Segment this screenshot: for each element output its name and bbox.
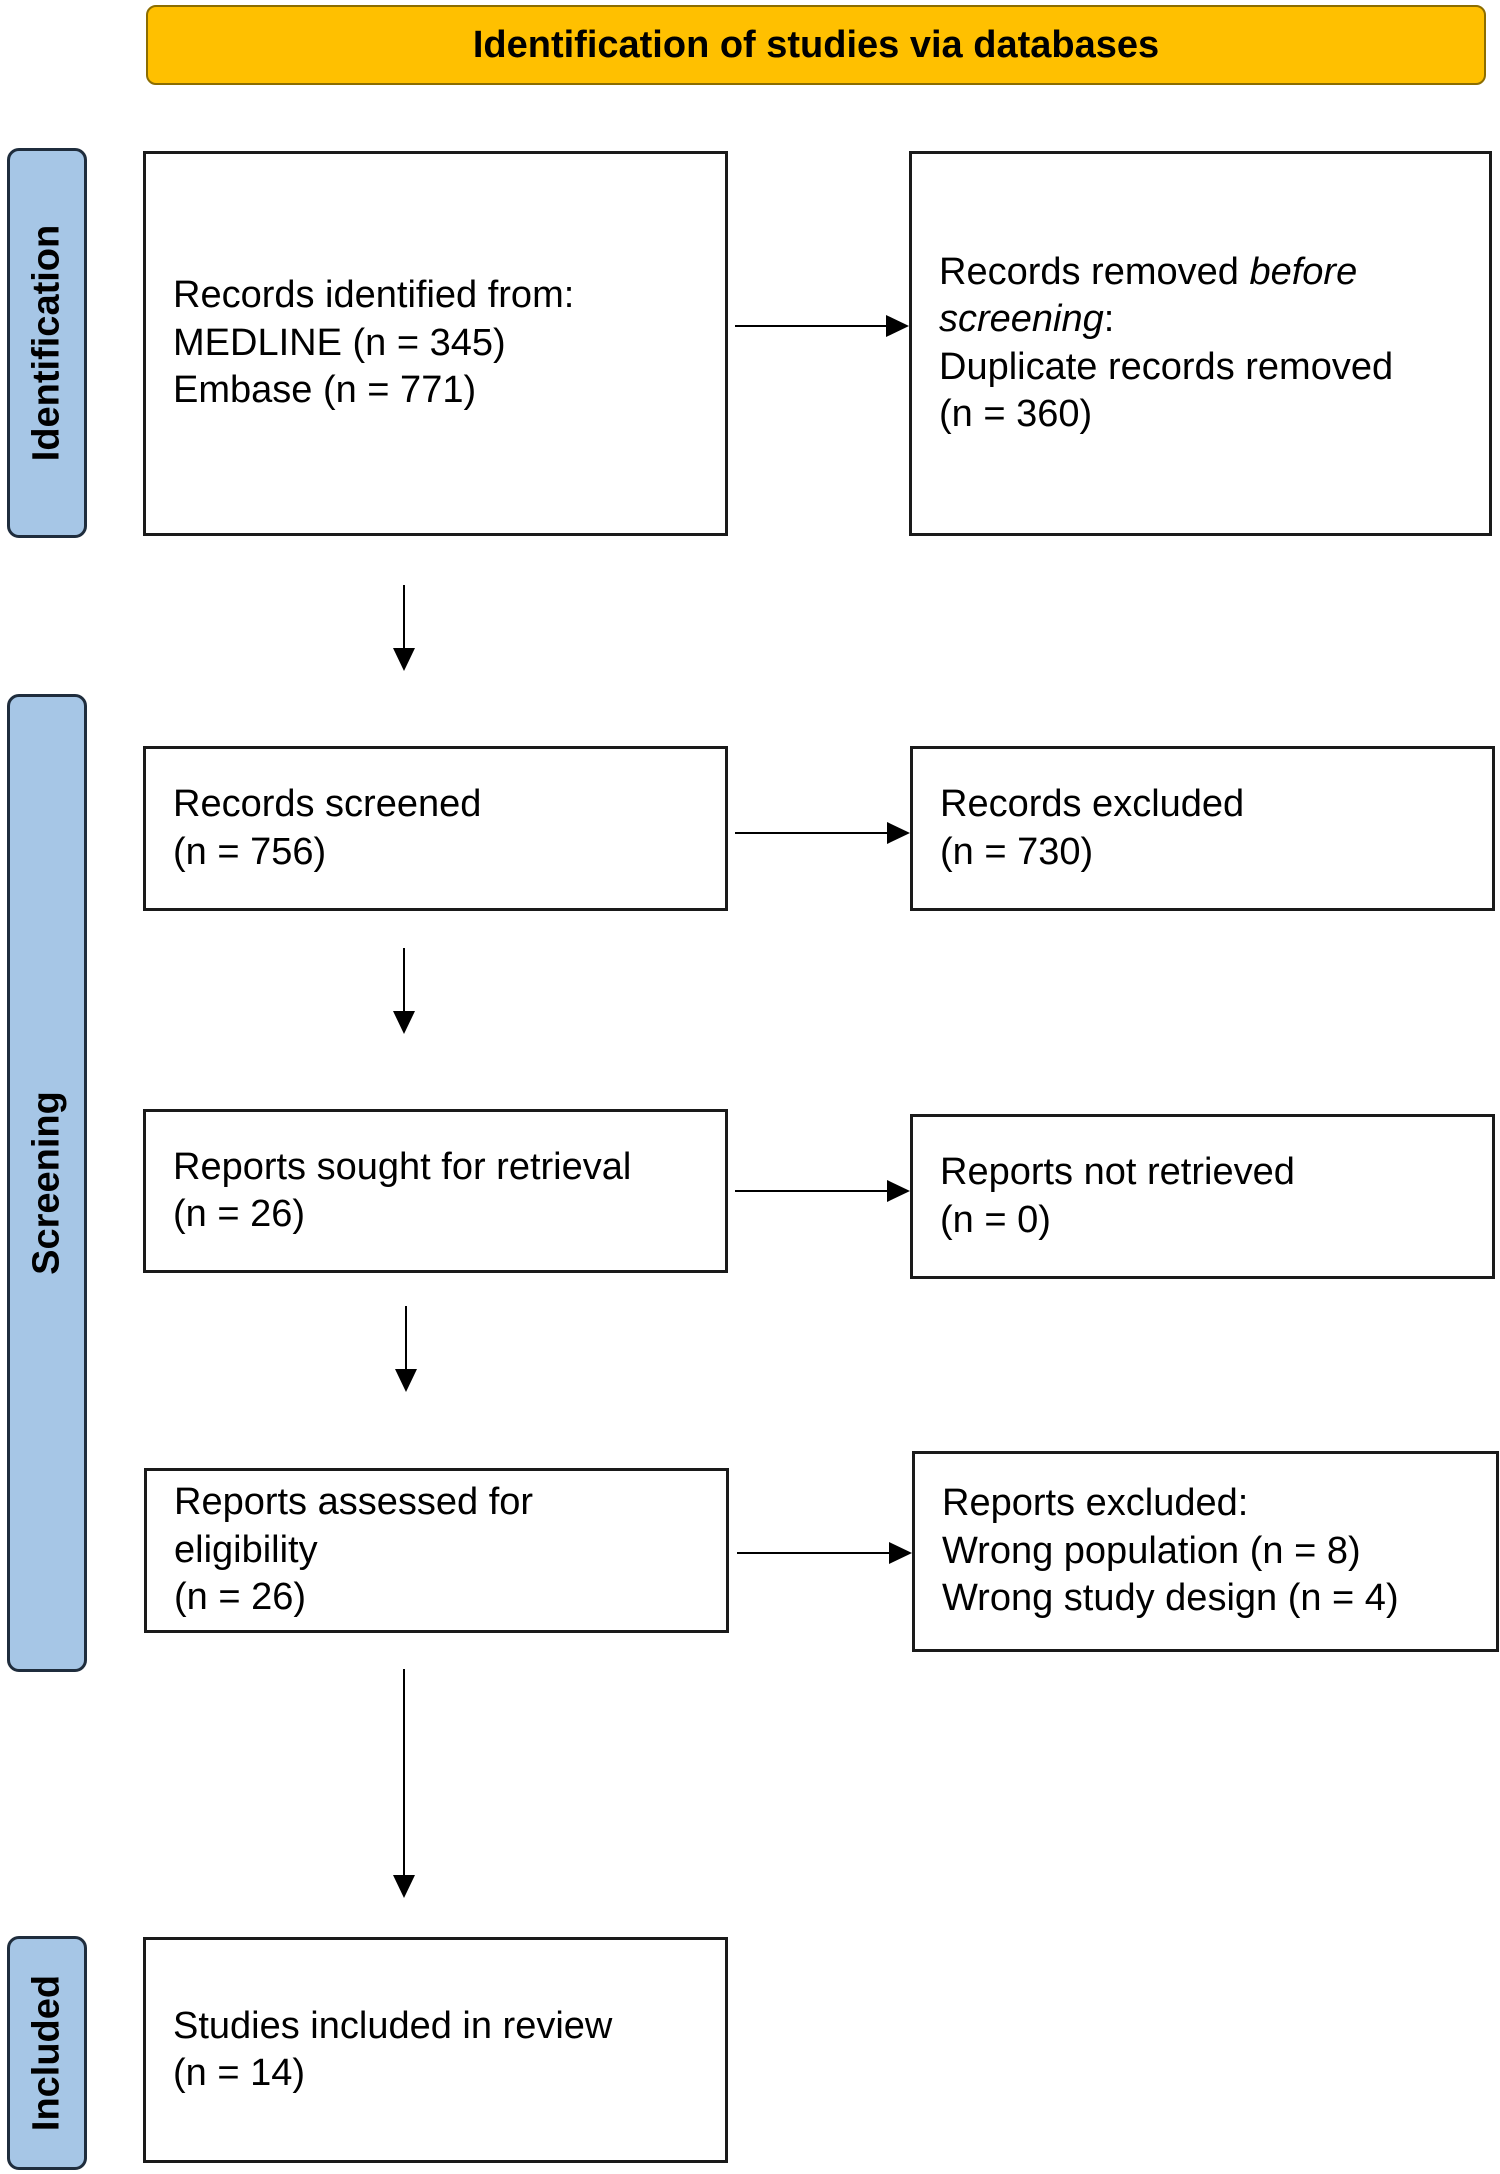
reports-assessed-line2: eligibility xyxy=(174,1528,318,1571)
records-removed-line2: screening: xyxy=(939,296,1463,344)
phase-identification: Identification xyxy=(7,148,87,538)
records-identified-line3: Embase (n = 771) xyxy=(173,369,477,412)
reports-excluded-line1: Reports excluded: xyxy=(942,1482,1249,1525)
phase-included: Included xyxy=(7,1936,87,2170)
records-identified-line1: Records identified from: xyxy=(173,274,575,317)
records-excluded-line2: (n = 730) xyxy=(940,830,1094,873)
arrow-identified-to-screened-head xyxy=(393,648,415,671)
records-removed-line1: Records removed before xyxy=(939,249,1463,297)
records-removed-line1-text: Records removed xyxy=(939,250,1250,293)
records-excluded-box: Records excluded (n = 730) xyxy=(910,746,1495,911)
reports-assessed-box: Reports assessed for eligibility (n = 26… xyxy=(144,1468,729,1633)
reports-excluded-line2: Wrong population (n = 8) xyxy=(942,1529,1361,1572)
records-removed-line3: Duplicate records removed xyxy=(939,345,1394,388)
records-removed-line2-emphasis: screening xyxy=(939,298,1104,340)
records-identified-line2: MEDLINE (n = 345) xyxy=(173,321,506,364)
studies-included-box: Studies included in review (n = 14) xyxy=(143,1937,728,2163)
reports-sought-box: Reports sought for retrieval (n = 26) xyxy=(143,1109,728,1273)
arrow-assessed-to-included-head xyxy=(393,1875,415,1898)
records-excluded-line1: Records excluded xyxy=(940,783,1245,825)
reports-excluded-line3: Wrong study design (n = 4) xyxy=(942,1577,1399,1620)
arrow-screened-to-excluded-head xyxy=(887,822,910,844)
reports-not-retrieved-line2: (n = 0) xyxy=(940,1198,1051,1241)
reports-sought-line1: Reports sought for retrieval xyxy=(173,1145,632,1188)
reports-sought-line2: (n = 26) xyxy=(173,1193,306,1235)
reports-assessed-line3: (n = 26) xyxy=(174,1576,307,1619)
arrow-assessed-to-excluded-head xyxy=(889,1542,912,1564)
records-screened-box: Records screened (n = 756) xyxy=(143,746,728,911)
diagram-header: Identification of studies via databases xyxy=(146,5,1486,85)
arrow-sought-to-assessed-head xyxy=(395,1369,417,1392)
studies-included-line1: Studies included in review xyxy=(173,2004,613,2047)
records-screened-line1: Records screened xyxy=(173,783,482,825)
reports-assessed-line1: Reports assessed for xyxy=(174,1481,534,1524)
header-title: Identification of studies via databases xyxy=(472,23,1160,66)
records-removed-box: Records removed before screening: Duplic… xyxy=(909,151,1492,536)
records-removed-line2-colon: : xyxy=(1103,298,1115,340)
records-removed-line1-emphasis: before xyxy=(1249,250,1358,293)
reports-excluded-box: Reports excluded: Wrong population (n = … xyxy=(912,1451,1499,1652)
reports-not-retrieved-box: Reports not retrieved (n = 0) xyxy=(910,1114,1495,1279)
phase-screening: Screening xyxy=(7,694,87,1672)
records-identified-box: Records identified from: MEDLINE (n = 34… xyxy=(143,151,728,536)
arrow-identified-to-removed-head xyxy=(886,315,909,337)
reports-not-retrieved-line1: Reports not retrieved xyxy=(940,1151,1295,1193)
records-screened-line2: (n = 756) xyxy=(173,830,327,873)
arrow-screened-to-sought-head xyxy=(393,1011,415,1034)
arrow-sought-to-not-retrieved-head xyxy=(887,1180,910,1202)
records-removed-line4: (n = 360) xyxy=(939,393,1093,435)
studies-included-line2: (n = 14) xyxy=(173,2052,306,2094)
